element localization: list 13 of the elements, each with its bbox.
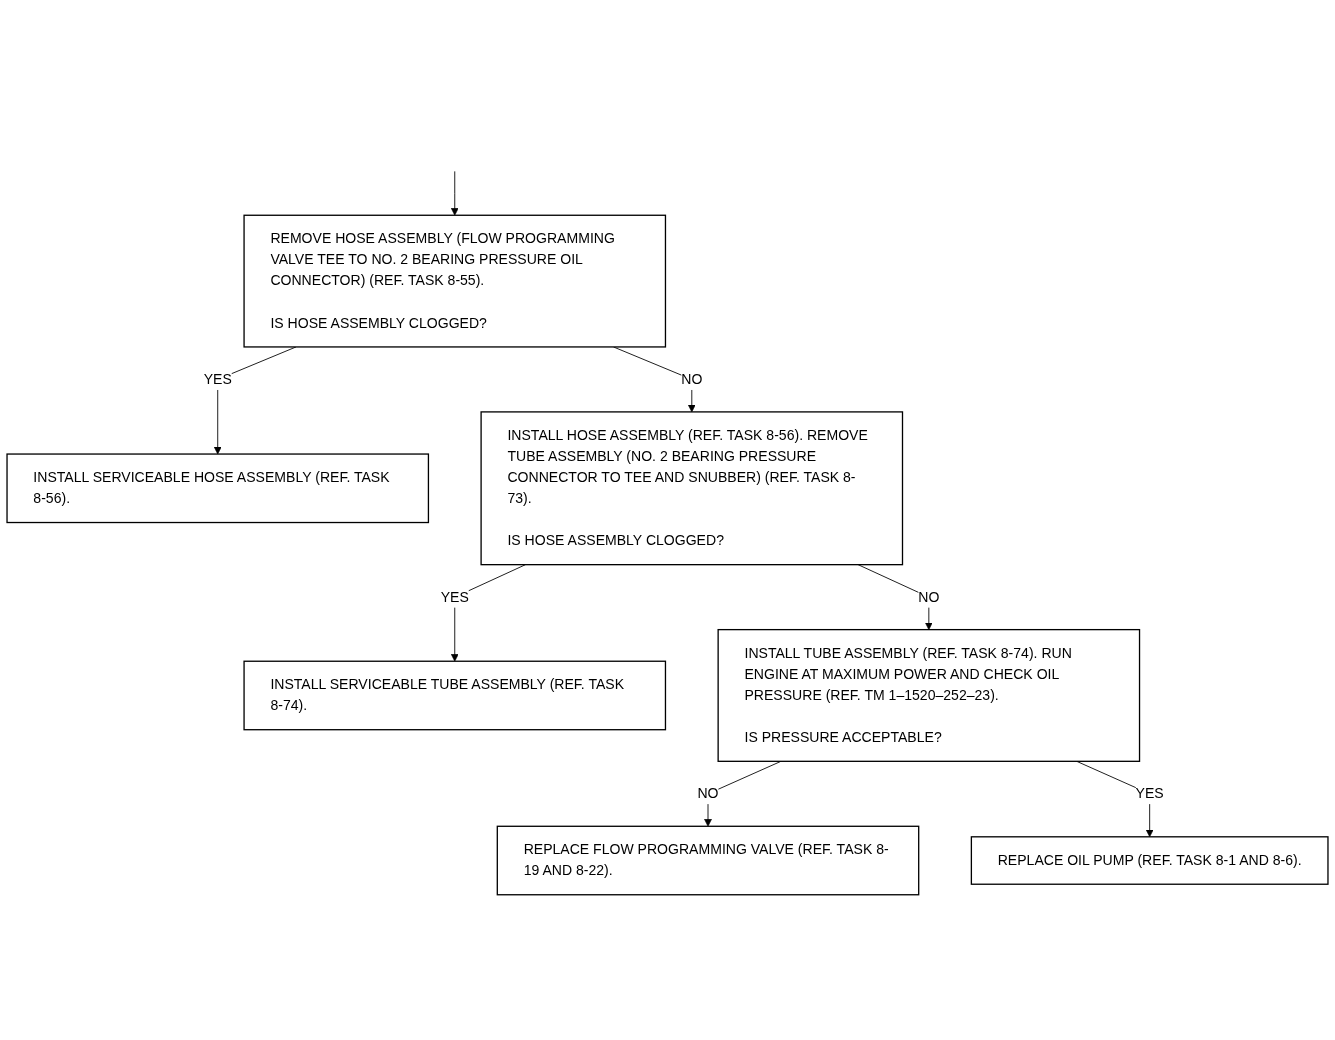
edge-label: NO <box>918 589 940 605</box>
node-box: INSTALL HOSE ASSEMBLY (REF. TASK 8-56). REMOVE TUBE ASSEMBLY (NO. 2 BEARING PRESSURE CONNECTOR TO TEE AND SNUBBER) (REF. TASK 8-73). IS HOSE ASSEMBLY CLOGGED? <box>480 411 904 566</box>
edge-label: YES <box>1135 786 1164 801</box>
node-box: REPLACE FLOW PROGRAMMING VALVE (REF. TASK 8-19 AND 8-22). <box>496 825 920 896</box>
node-box: INSTALL SERVICEABLE TUBE ASSEMBLY (REF. TASK 8-74). <box>243 660 667 731</box>
node-box: INSTALL SERVICEABLE HOSE ASSEMBLY (REF. TASK 8-56). <box>6 453 430 524</box>
edge-label: YES <box>440 589 469 605</box>
edge-label: NO <box>681 371 703 387</box>
node-box: REPLACE OIL PUMP (REF. TASK 8-1 AND 8-6). <box>970 836 1329 885</box>
edge-label: NO <box>697 786 719 801</box>
edge-label: YES <box>203 371 232 387</box>
node-box: INSTALL TUBE ASSEMBLY (REF. TASK 8-74). RUN ENGINE AT MAXIMUM POWER AND CHECK OIL PRESSURE (REF. TM 1–1520–252–23). IS PRESSURE ACCEPTABLE? <box>717 629 1141 763</box>
node-box: REMOVE HOSE ASSEMBLY (FLOW PROGRAMMING VALVE TEE TO NO. 2 BEARING PRESSURE OIL CONNECTOR) (REF. TASK 8-55). IS HOSE ASSEMBLY CLOGGED? <box>243 214 667 348</box>
